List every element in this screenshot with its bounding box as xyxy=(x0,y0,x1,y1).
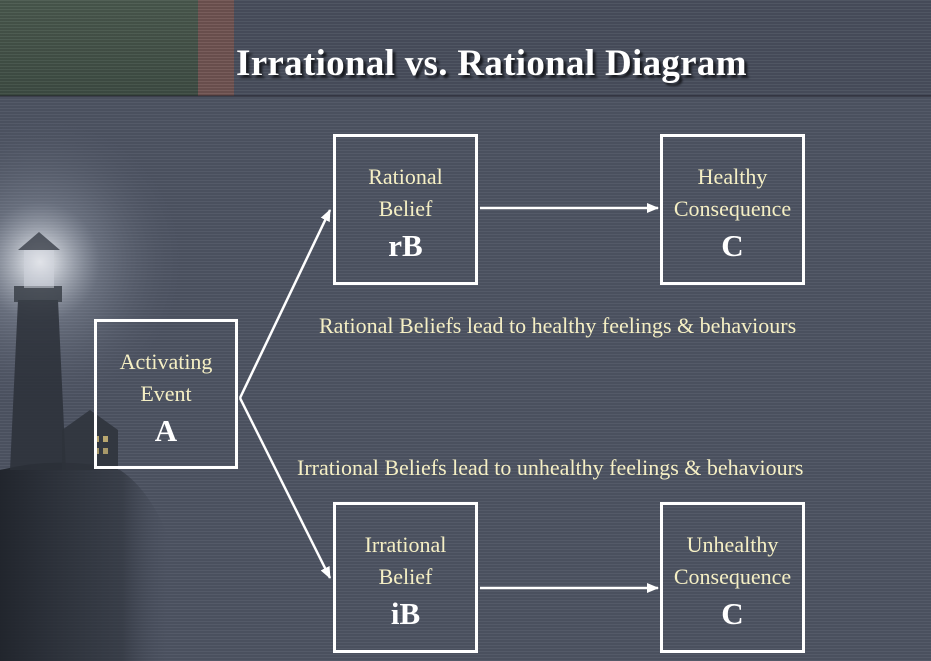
irrational-belief-line1: Irrational xyxy=(364,532,447,557)
healthy-consequence-letter: C xyxy=(721,228,744,263)
irrational-belief-box: Irrational Belief iB xyxy=(333,502,478,653)
activating-event-letter: A xyxy=(154,413,178,448)
healthy-consequence-box: Healthy Consequence C xyxy=(660,134,805,285)
activating-event-box: Activating Event A xyxy=(94,319,238,469)
unhealthy-consequence-line2: Consequence xyxy=(673,564,792,589)
rational-belief-line2: Belief xyxy=(378,196,433,221)
header-green-block xyxy=(0,0,198,96)
activating-event-line2: Event xyxy=(140,381,192,406)
irrational-beliefs-note: Irrational Beliefs lead to unhealthy fee… xyxy=(297,455,804,480)
healthy-consequence-line2: Consequence xyxy=(673,196,792,221)
rational-belief-box: Rational Belief rB xyxy=(333,134,478,285)
irrational-belief-letter: iB xyxy=(390,596,421,631)
header-divider xyxy=(0,95,931,97)
activating-event-line1: Activating xyxy=(119,349,213,374)
arrow-a-to-ib xyxy=(238,397,332,579)
rational-belief-letter: rB xyxy=(388,228,423,263)
rational-beliefs-note: Rational Beliefs lead to healthy feeling… xyxy=(319,313,797,338)
unhealthy-consequence-box: Unhealthy Consequence C xyxy=(660,502,805,653)
irrational-belief-line2: Belief xyxy=(378,564,433,589)
rational-belief-line1: Rational xyxy=(368,164,443,189)
arrow-a-to-rb xyxy=(238,209,332,399)
unhealthy-consequence-letter: C xyxy=(721,596,744,631)
healthy-consequence-line1: Healthy xyxy=(697,164,768,189)
page-title: Irrational vs. Rational Diagram xyxy=(236,43,747,84)
unhealthy-consequence-line1: Unhealthy xyxy=(686,532,779,557)
header-red-stripe xyxy=(198,0,234,96)
